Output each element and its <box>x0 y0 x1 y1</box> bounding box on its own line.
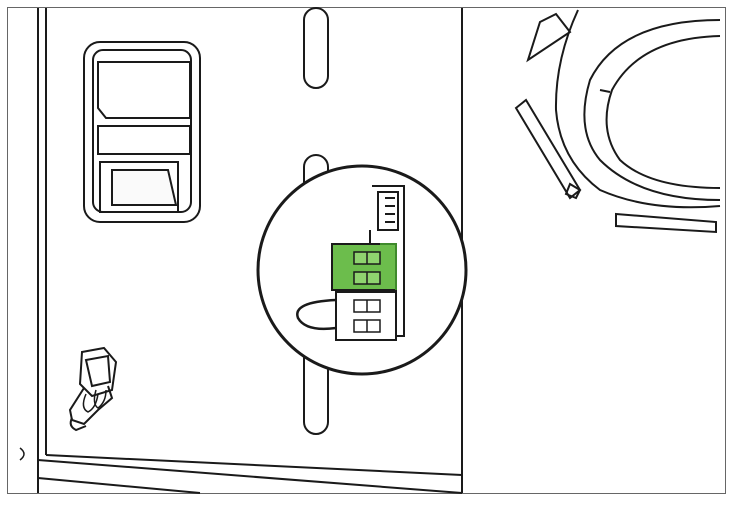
rocker-switch-icon <box>99 161 179 213</box>
jumper-wire <box>296 298 337 331</box>
cable-gland-icon <box>68 346 118 432</box>
terminal-block-icon <box>331 243 397 291</box>
terminal-housing <box>369 185 405 337</box>
fan-housing-icon <box>514 9 721 234</box>
white-connector <box>335 291 397 341</box>
detail-magnifier <box>256 164 468 376</box>
image-frame <box>7 7 726 494</box>
power-inlet-icon <box>83 41 201 223</box>
